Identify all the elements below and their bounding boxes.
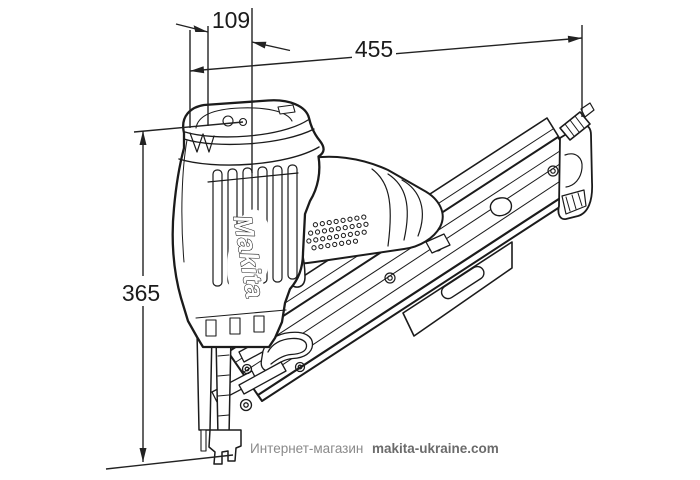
magazine-pusher-handle — [489, 197, 513, 217]
magazine-rear-cap — [557, 102, 595, 220]
arrowhead — [139, 131, 147, 145]
arrowhead — [190, 66, 205, 74]
contact-tip — [208, 429, 242, 465]
ground-line — [105, 454, 234, 470]
extension-line-365-top — [133, 121, 244, 133]
depth-marks — [189, 132, 215, 153]
handle — [297, 155, 451, 265]
arrowhead — [193, 25, 208, 32]
dimension-label-overall-height: 365 — [122, 280, 160, 306]
dimension-label-overall-length: 455 — [355, 36, 393, 62]
magazine-lower-plate — [402, 241, 513, 337]
arrowhead — [139, 448, 147, 462]
watermark-store-label: Интернет-магазин — [250, 441, 363, 456]
dimension-lines — [105, 8, 583, 470]
tool-head: Makita — [171, 99, 325, 349]
dimension-label-top-width: 109 — [212, 7, 250, 33]
boot-details — [195, 309, 287, 337]
watermark-site: makita-ukraine.com — [372, 441, 499, 456]
arrowhead — [567, 35, 582, 43]
arrowhead — [252, 41, 267, 49]
nailer-drawing: Makita — [171, 99, 595, 465]
watermark: Интернет-магазин makita-ukraine.com — [250, 441, 499, 456]
grip-dots — [306, 214, 369, 251]
air-fitting — [425, 233, 451, 254]
brand-badge: Makita — [227, 209, 271, 303]
